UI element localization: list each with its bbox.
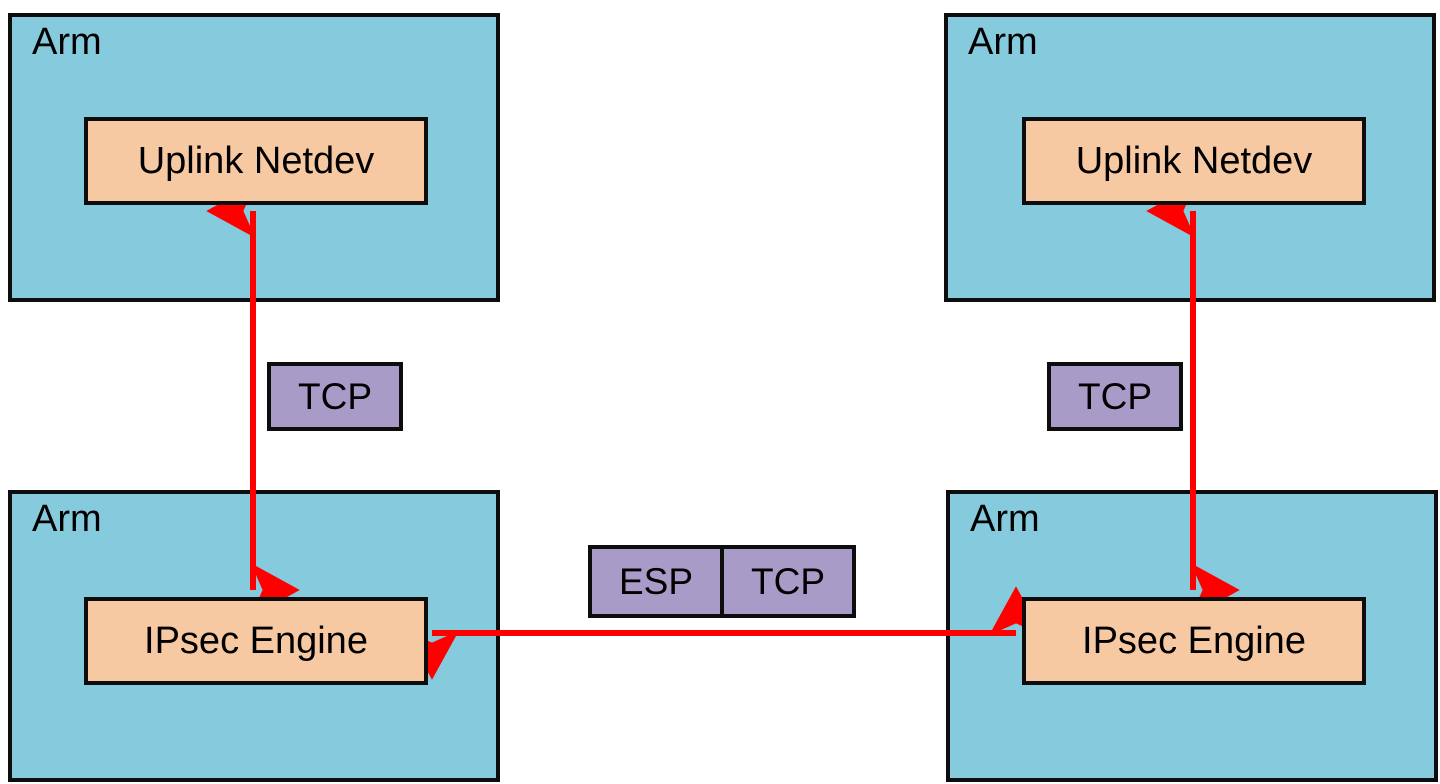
protocol-cell-label: ESP <box>618 561 694 602</box>
protocol-cell: TCP <box>271 366 399 427</box>
container-label: Arm <box>32 21 102 63</box>
container-label: Arm <box>968 21 1038 63</box>
component-ipsec-engine-left[interactable]: IPsec Engine <box>84 597 428 685</box>
component-label: IPsec Engine <box>144 620 368 662</box>
component-label: IPsec Engine <box>1082 620 1306 662</box>
protocol-cell-esp: ESP <box>592 549 720 614</box>
protocol-label-tcp-left[interactable]: TCP <box>267 362 403 431</box>
protocol-label-tcp-right[interactable]: TCP <box>1047 362 1183 431</box>
container-label: Arm <box>32 498 102 540</box>
component-uplink-netdev-left[interactable]: Uplink Netdev <box>84 117 428 205</box>
protocol-cell-tcp: TCP <box>720 549 852 614</box>
protocol-cell-label: TCP <box>751 561 825 602</box>
component-uplink-netdev-right[interactable]: Uplink Netdev <box>1022 117 1366 205</box>
protocol-cell-label: TCP <box>298 376 372 417</box>
component-label: Uplink Netdev <box>1075 140 1313 182</box>
protocol-cell: TCP <box>1051 366 1179 427</box>
protocol-label-esp-tcp[interactable]: ESP TCP <box>588 545 856 618</box>
protocol-cell-label: TCP <box>1078 376 1152 417</box>
container-label: Arm <box>970 498 1040 540</box>
component-ipsec-engine-right[interactable]: IPsec Engine <box>1022 597 1366 685</box>
component-label: Uplink Netdev <box>137 140 375 182</box>
